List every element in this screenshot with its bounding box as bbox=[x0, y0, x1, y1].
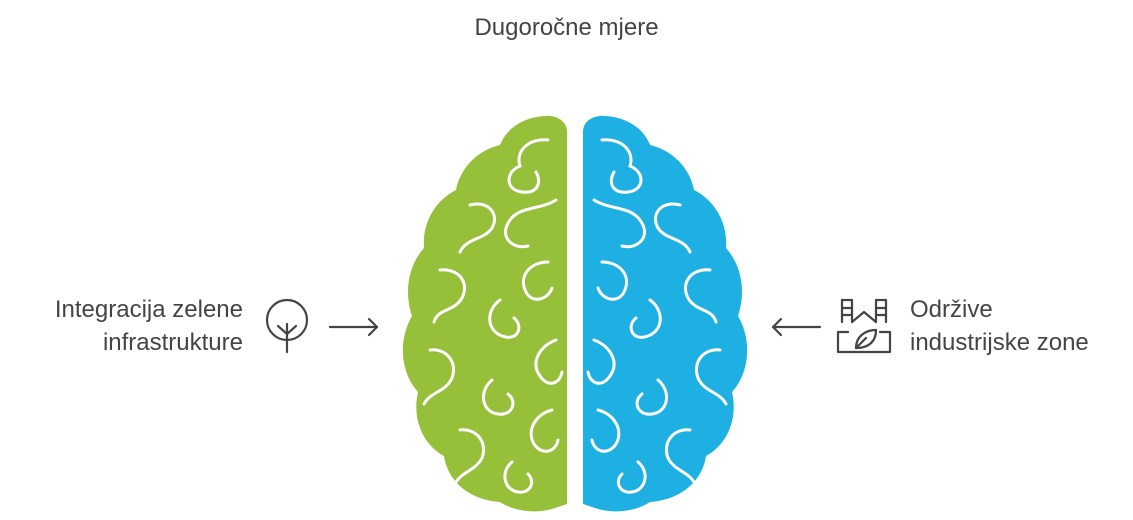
right-label-line2: industrijske zone bbox=[910, 329, 1089, 356]
left-label-line2: infrastrukture bbox=[102, 329, 243, 356]
brain-right-folds bbox=[586, 138, 728, 494]
diagram-title: Dugoročne mjere bbox=[474, 14, 659, 41]
eco-factory-icon bbox=[836, 298, 892, 354]
brain-left-folds bbox=[422, 138, 564, 494]
left-label-line1: Integracija zelene bbox=[54, 296, 243, 323]
tree-icon bbox=[265, 298, 309, 354]
right-label-line1: Održive bbox=[910, 296, 993, 323]
right-label: Održive industrijske zone bbox=[910, 293, 1133, 359]
brain-left-hemisphere bbox=[402, 115, 567, 512]
arrow-left-icon bbox=[771, 317, 822, 337]
left-label: Integracija zelene infrastrukture bbox=[0, 293, 243, 359]
arrow-right-icon bbox=[328, 317, 379, 337]
brain-right-hemisphere bbox=[583, 115, 748, 512]
